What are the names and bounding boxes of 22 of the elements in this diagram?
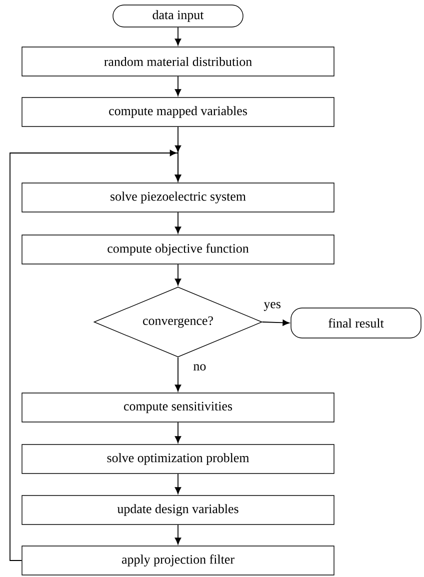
terminal-box: data input <box>112 4 244 28</box>
arrow <box>174 473 182 494</box>
process-box: solve optimization problem <box>22 444 334 474</box>
process-box: compute mapped variables <box>22 97 334 127</box>
process-box: solve piezoelectric system <box>22 182 334 212</box>
arrow <box>174 422 182 443</box>
arrow <box>10 150 182 561</box>
arrow <box>174 524 182 544</box>
arrow <box>174 212 182 234</box>
process-box: compute objective function <box>22 234 334 264</box>
edge-label: no <box>192 363 208 372</box>
process-box: random material distribution <box>22 46 334 76</box>
process-box: compute sensitivities <box>22 392 334 422</box>
arrow <box>174 264 182 286</box>
arrow <box>262 320 290 326</box>
arrow <box>174 26 182 46</box>
arrow <box>174 356 182 392</box>
process-box: update design variables <box>22 495 334 525</box>
arrow <box>174 76 182 96</box>
process-box: apply projection filter <box>22 546 334 576</box>
terminal-box: final result <box>290 308 422 338</box>
edge-label: yes <box>262 301 282 312</box>
